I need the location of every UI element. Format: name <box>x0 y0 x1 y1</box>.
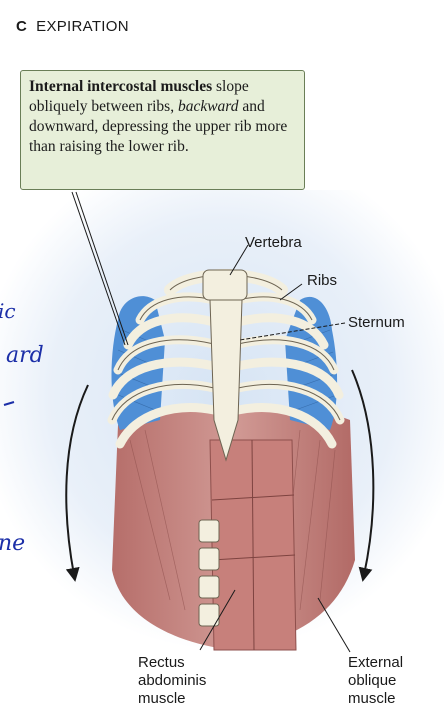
handwriting-3: ne <box>0 531 25 556</box>
handwriting-2: ard <box>6 343 44 368</box>
label-rectus-line-3: muscle <box>138 690 186 707</box>
label-external-oblique: External oblique muscle <box>348 654 403 708</box>
label-rectus-line-2: abdominis <box>138 672 207 689</box>
callout-box: Internal intercostal muscles slope obliq… <box>20 70 305 190</box>
callout-text-1: slope obliquely between ribs, <box>29 78 249 115</box>
callout-text-2: and downward, depressing the upper rib m… <box>29 98 288 155</box>
label-rectus-abdominis: Rectus abdominis muscle <box>138 654 206 708</box>
leader-rectus <box>199 589 236 651</box>
leader-vertebra <box>229 244 249 276</box>
leader-ribs <box>279 283 303 301</box>
left-down-arrow <box>65 384 89 582</box>
panel-title: EXPIRATION <box>36 18 129 35</box>
intercostal-muscles-left <box>111 296 165 430</box>
lumbar-vertebrae <box>198 519 220 627</box>
sternum <box>209 299 243 462</box>
panel-letter: C <box>16 18 28 35</box>
leader-external <box>317 597 351 653</box>
label-vertebra: Vertebra <box>245 234 302 251</box>
handwriting-stroke <box>3 401 15 406</box>
label-ribs: Ribs <box>307 272 338 289</box>
panel-heading: C EXPIRATION <box>16 18 129 35</box>
right-down-arrow <box>351 369 375 582</box>
label-external-line-3: muscle <box>348 690 396 707</box>
label-rectus-line-1: Rectus <box>138 654 185 671</box>
label-external-line-2: oblique <box>348 672 397 689</box>
label-sternum: Sternum <box>348 314 405 331</box>
vertebra <box>202 269 248 301</box>
label-external-line-1: External <box>348 654 404 671</box>
callout-pointer <box>71 191 126 346</box>
callout-term: Internal intercostal muscles <box>29 78 213 95</box>
callout-emphasis: backward <box>177 98 239 115</box>
handwriting-1: ic <box>0 299 16 323</box>
